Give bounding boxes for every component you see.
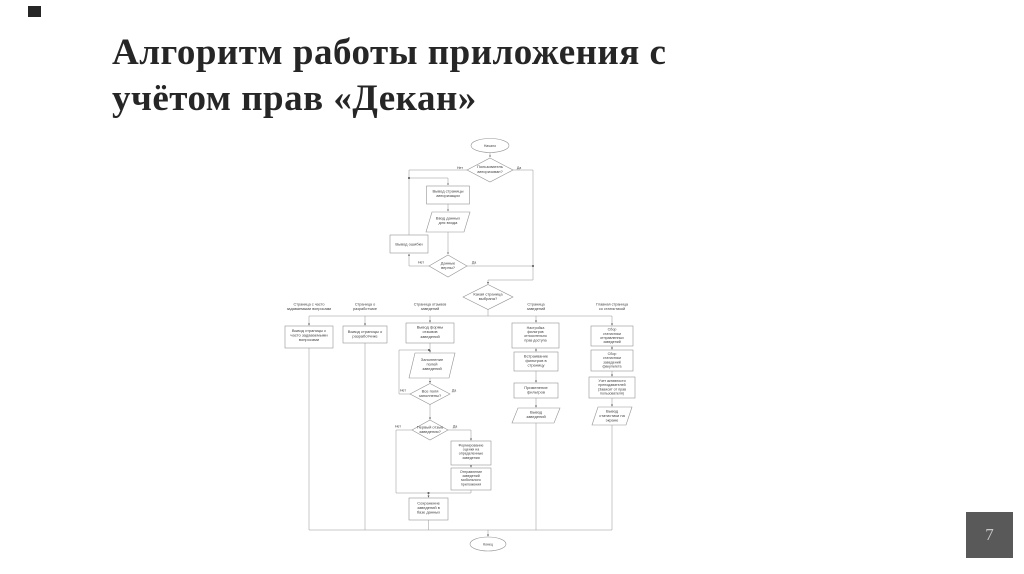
error-output-box [389,234,429,254]
connector-line [429,490,472,494]
label-yes: Да [453,425,457,429]
junction-dot [427,492,430,494]
title-line-1: Алгоритм работы приложения с [112,32,667,73]
label-no: Нет [457,166,463,170]
label-no: Нет [418,261,424,265]
connector-line [408,253,429,267]
stats-collect-sent-box [590,325,634,347]
fields-check-diamond [409,383,451,405]
stats-collect-faculty-box [590,349,634,372]
dev-page-box [342,325,388,344]
reviews-fill-parallelogram [408,352,456,379]
reviews-form-box [405,322,455,344]
label-no: Нет [395,425,401,429]
label-yes: Да [452,389,456,393]
stats-output-parallelogram [591,406,633,426]
page-select-diamond [462,284,514,310]
junction-dot [532,265,534,267]
login-input-parallelogram [425,211,471,233]
filters-apply-box [513,382,559,399]
connector-line [395,429,428,494]
label-yes: Да [517,166,521,170]
filters-setup-box [511,322,560,349]
label-yes: Да [472,261,476,265]
page-number-box: 7 [966,512,1013,558]
review-save-box [408,497,449,521]
auth-page-box [426,185,470,205]
auth-check-diamond [466,157,514,183]
connector-line [408,169,467,186]
error-output-label: Вывод ошибки [395,242,422,247]
first-review-check-diamond [411,419,449,441]
filters-embed-box [513,351,559,372]
start-label: Начало [484,144,496,148]
review-send-box [450,467,492,491]
venues-output-parallelogram [511,407,561,424]
stats-activity-box [588,376,636,399]
end-node [469,536,507,552]
connector-line [487,169,534,285]
corner-accent-square [28,6,41,17]
connector-line [448,429,472,441]
loop-line [398,349,429,395]
title-line-2: учётом прав «Декан» [112,77,477,119]
label-no: Нет [400,389,406,393]
page-number: 7 [985,525,994,544]
review-update-box [450,440,492,466]
data-check-diamond [428,254,468,278]
junction-dot [428,349,430,351]
faq-page-box [284,325,334,349]
start-node [470,138,510,153]
end-label: Конец [483,543,493,547]
junction-dot [408,177,410,179]
